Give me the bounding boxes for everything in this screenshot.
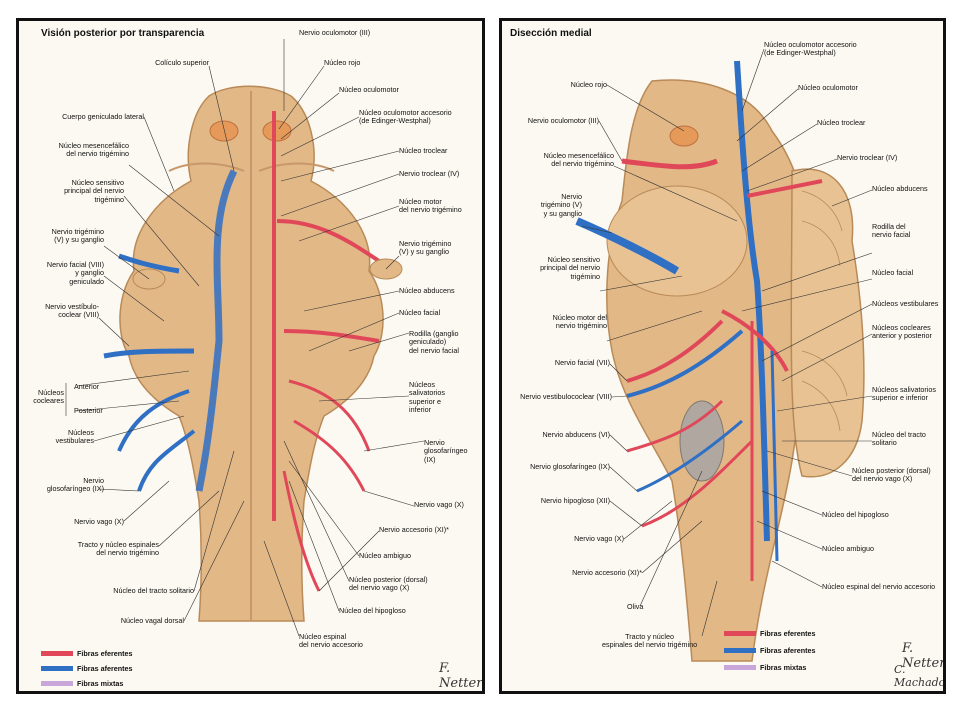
label-posterior: Posterior: [74, 406, 103, 415]
legend-swatch-mixed: [724, 665, 756, 670]
label-spinal-accessory: Núcleo espinal del nervio accesorio: [299, 632, 363, 650]
label-trigeminal-motor: Núcleo motor del nervio trigémino: [552, 313, 607, 331]
label-accessory-oculomotor: Núcleo oculomotor accesorio (de Edinger-…: [764, 40, 857, 58]
label-glossopharyngeal-nerve: Nervio glosofaríngeo (IX): [530, 462, 610, 471]
label-trigeminal-ganglion-right: Nervio trigémino (V) y su ganglio: [399, 239, 452, 257]
label-trigeminal-ganglion: Nervio trigémino (V) y su ganglio: [540, 192, 582, 218]
label-principal-sensory: Núcleo sensitivo principal del nervio tr…: [540, 255, 600, 281]
legend-mixed: Fibras mixtas: [77, 679, 124, 688]
label-anterior: Anterior: [74, 382, 100, 391]
legend-afferent: Fibras aferentes: [760, 646, 816, 655]
label-vestibulocochlear-nerve: Nervio vestíbulo- coclear (VIII): [45, 302, 99, 320]
label-facial-nucleus: Núcleo facial: [399, 308, 441, 317]
label-mesencephalic-nucleus: Núcleo mesencefálico del nervio trigémin…: [58, 141, 129, 159]
label-cochlear-nuclei: Núcleos cocleares anterior y posterior: [872, 323, 932, 341]
label-vagus-nerve: Nervio vago (X): [574, 534, 624, 543]
label-red-nucleus: Núcleo rojo: [570, 80, 607, 89]
label-trochlear-nucleus: Núcleo troclear: [399, 146, 448, 155]
label-hypoglossal-nerve: Nervio hipogloso (XII): [540, 496, 610, 505]
label-vestibular-nuclei: Núcleos vestibulares: [872, 299, 939, 308]
posterior-view-panel: Visión posterior por transparencia: [16, 18, 485, 694]
legend-swatch-afferent: [41, 666, 73, 671]
label-vagus-left: Nervio vago (X): [74, 517, 124, 526]
label-trigeminal-motor: Núcleo motor del nervio trigémino: [399, 197, 462, 215]
label-dorsal-vagal: Núcleo posterior (dorsal) del nervio vag…: [852, 466, 931, 484]
label-vestibulocochlear-nerve: Nervio vestibulococlear (VIII): [520, 392, 612, 401]
label-red-nucleus: Núcleo rojo: [324, 58, 361, 67]
medial-dissection-panel: Disección medial: [499, 18, 946, 694]
label-facial-genu: Rodilla (ganglio geniculado) del nervio …: [409, 329, 459, 355]
medial-brainstem-illustration: [575, 48, 873, 662]
label-spinal-trigeminal: Tracto y núcleo espinales del nervio tri…: [77, 540, 159, 558]
label-oculomotor-nerve: Nervio oculomotor (III): [299, 28, 371, 37]
label-vagus-right: Nervio vago (X): [414, 500, 464, 509]
label-spinal-trigeminal: Tracto y núcleo espinales del nervio tri…: [602, 632, 698, 650]
label-accessory-nerve: Nervio accesorio (XI)*: [572, 568, 642, 577]
legend-efferent: Fibras eferentes: [760, 629, 816, 638]
label-facial-nucleus: Núcleo facial: [872, 268, 914, 277]
artist-signature: F. Netter: [902, 641, 946, 671]
label-superior-colliculus: Colículo superior: [155, 58, 209, 67]
legend-swatch-efferent: [41, 651, 73, 656]
label-oculomotor-nucleus: Núcleo oculomotor: [798, 83, 858, 92]
label-principal-sensory: Núcleo sensitivo principal del nervio tr…: [64, 178, 124, 204]
label-solitary-tract: Núcleo del tracto solitario: [872, 430, 926, 448]
label-facial-genu: Rodilla del nervio facial: [872, 222, 911, 240]
panel-title: Disección medial: [510, 28, 592, 39]
label-abducens-nerve: Nervio abducens (VI): [542, 430, 610, 439]
label-facial-geniculate: Nervio facial (VIII) y ganglio geniculad…: [46, 260, 104, 286]
legend-swatch-mixed: [41, 681, 73, 686]
label-glossopharyngeal-left: Nervio glosofaríngeo (IX): [46, 476, 104, 494]
label-cochlear-nuclei: Núcleos cocleares: [33, 388, 64, 406]
label-nucleus-ambiguus: Núcleo ambiguo: [822, 544, 874, 553]
label-solitary-tract: Núcleo del tracto solitario: [113, 586, 194, 595]
label-mesencephalic-nucleus: Núcleo mesencefálico del nervio trigémin…: [543, 151, 614, 169]
label-abducens-nucleus: Núcleo abducens: [872, 184, 928, 193]
label-spinal-accessory: Núcleo espinal del nervio accesorio: [822, 582, 936, 591]
label-accessory-nerve: Nervio accesorio (XI)*: [379, 525, 449, 534]
label-glossopharyngeal-right: Nervio glosofaríngeo (IX): [424, 438, 468, 464]
label-nucleus-ambiguus: Núcleo ambiguo: [359, 551, 411, 560]
label-salivatory-nuclei: Núcleos salivatorios superior e inferior: [409, 380, 445, 415]
posterior-brainstem-illustration: [65, 39, 425, 637]
artist-signature-secondary: C. Machado: [894, 663, 946, 689]
label-hypoglossal-nucleus: Núcleo del hipogloso: [822, 510, 889, 519]
label-dorsal-vagal: Núcleo vagal dorsal: [120, 616, 184, 625]
label-abducens-nucleus: Núcleo abducens: [399, 286, 455, 295]
label-trochlear-nerve: Nervio troclear (IV): [837, 153, 898, 162]
label-hypoglossal-nucleus: Núcleo del hipogloso: [339, 606, 406, 615]
label-trochlear-nucleus: Núcleo troclear: [817, 118, 866, 127]
label-oculomotor-nerve: Nervio oculomotor (III): [527, 116, 599, 125]
artist-signature: F. Netter: [439, 661, 483, 691]
legend-afferent: Fibras aferentes: [77, 664, 133, 673]
label-olive: Oliva: [627, 602, 644, 611]
label-dorsal-vagal-right: Núcleo posterior (dorsal) del nervio vag…: [349, 575, 428, 593]
legend-swatch-afferent: [724, 648, 756, 653]
legend-efferent: Fibras eferentes: [77, 649, 133, 658]
label-facial-nerve: Nervio facial (VII): [554, 358, 610, 367]
label-trochlear-nerve: Nervio troclear (IV): [399, 169, 460, 178]
label-lateral-geniculate: Cuerpo geniculado lateral: [62, 112, 144, 121]
label-vestibular-nuclei: Núcleos vestibulares: [55, 428, 94, 446]
legend-swatch-efferent: [724, 631, 756, 636]
label-accessory-oculomotor: Núcleo oculomotor accesorio (de Edinger-…: [359, 108, 452, 126]
label-trigeminal-ganglion-left: Nervio trigémino (V) y su ganglio: [51, 227, 104, 245]
legend-mixed: Fibras mixtas: [760, 663, 807, 672]
panel-title: Visión posterior por transparencia: [41, 28, 205, 39]
label-oculomotor-nucleus: Núcleo oculomotor: [339, 85, 399, 94]
label-salivatory-nuclei: Núcleos salivatorios superior e inferior: [872, 385, 936, 403]
